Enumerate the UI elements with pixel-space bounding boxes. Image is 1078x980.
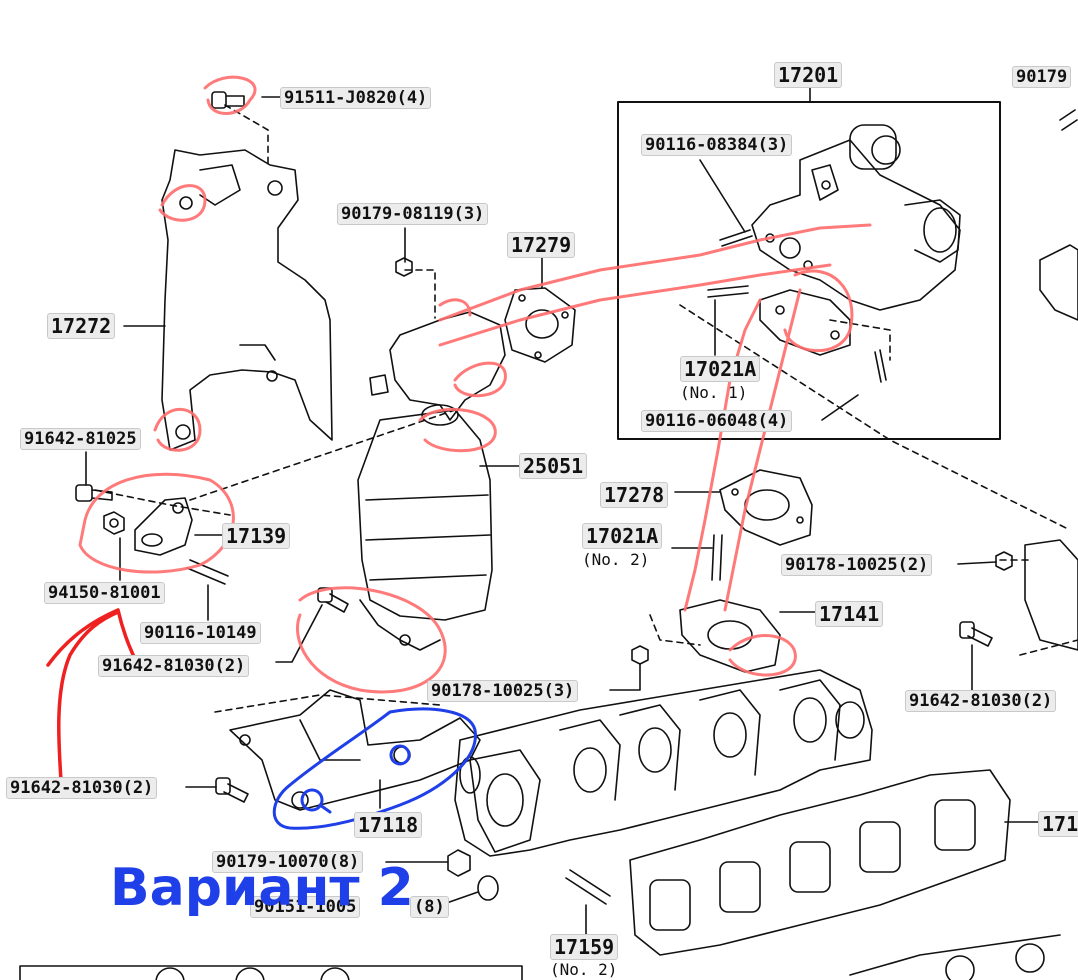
- part-label-91642-81030-mid: 91642-81030(2): [98, 655, 250, 677]
- part-label-90116-06048: 90116-06048(4): [641, 410, 793, 432]
- bracket-17139: [134, 497, 193, 556]
- heat-shield-part: [161, 149, 333, 451]
- gasket-17278: [719, 469, 813, 546]
- bolt-91511: [211, 91, 245, 109]
- turbocharger-part: [751, 124, 961, 356]
- part-label-17279: 17279: [507, 232, 576, 258]
- part-label-90179-top: 90179: [1012, 66, 1072, 88]
- part-label-17118: 17118: [354, 812, 423, 838]
- part-label-hidden-qty: (8): [410, 896, 449, 918]
- part-label-91642-81030-right: 91642-81030(2): [905, 690, 1057, 712]
- part-label-17021A-no1: 17021A: [680, 356, 761, 382]
- red-arrow: [46, 608, 144, 797]
- nut-90179-08119: [395, 257, 413, 277]
- part-sublabel-17159: (No. 2): [550, 960, 618, 979]
- part-label-91511: 91511-J0820(4): [280, 87, 432, 109]
- part-label-17159: 17159: [550, 934, 619, 960]
- part-label-17021A-no2: 17021A: [582, 523, 663, 549]
- part-label-91642-81025: 91642-81025: [20, 428, 141, 450]
- variant-annotation: Вариант 2: [110, 858, 414, 918]
- red-markup: [78, 75, 872, 694]
- part-sublabel-17021A-no2: (No. 2): [582, 550, 650, 569]
- manifold-gasket-part: [629, 769, 1011, 956]
- part-sublabel-17021A-no1: (No. 1): [680, 383, 748, 402]
- part-label-90178-10025-center: 90178-10025(3): [427, 680, 579, 702]
- blue-markup: [272, 707, 477, 830]
- part-label-90179-08119: 90179-08119(3): [337, 203, 489, 225]
- part-label-17272: 17272: [47, 313, 116, 339]
- part-label-17278: 17278: [600, 482, 669, 508]
- part-label-90179-10070: 90179-10070(8): [212, 851, 364, 873]
- exhaust-manifold-part: [454, 669, 873, 857]
- part-label-171-edge: 171: [1038, 811, 1078, 837]
- part-label-17141: 17141: [815, 601, 884, 627]
- part-label-hidden-90151: 90151-1005: [250, 896, 361, 918]
- part-label-94150-81001: 94150-81001: [44, 582, 165, 604]
- part-label-90178-10025-right: 90178-10025(2): [781, 554, 933, 576]
- gasket-17279: [504, 287, 576, 363]
- part-label-25051: 25051: [519, 453, 588, 479]
- part-label-90116-08384: 90116-08384(3): [641, 134, 793, 156]
- support-bracket-17118: [229, 689, 481, 811]
- part-label-17139: 17139: [222, 523, 291, 549]
- part-label-90116-10149: 90116-10149: [140, 622, 261, 644]
- part-label-17201: 17201: [774, 62, 843, 88]
- turbo-assembly-box: [617, 101, 1001, 440]
- part-label-91642-81030-left: 91642-81030(2): [6, 777, 158, 799]
